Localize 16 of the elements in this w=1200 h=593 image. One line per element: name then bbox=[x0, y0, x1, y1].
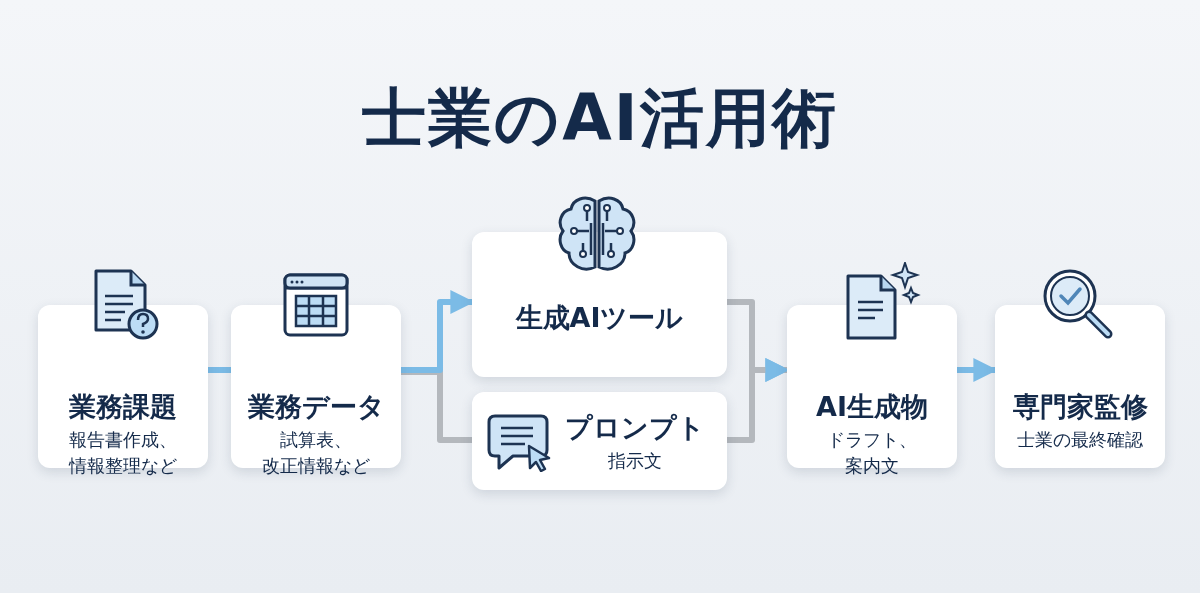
step-card bbox=[995, 305, 1165, 468]
step-heading: 業務課題 bbox=[69, 390, 177, 424]
step-description: 報告書作成、情報整理など bbox=[67, 428, 178, 478]
connector-line bbox=[401, 369, 472, 443]
step-description: 指示文 bbox=[607, 449, 662, 473]
step-card bbox=[472, 232, 727, 377]
step-description: ドラフト、案内文 bbox=[826, 428, 918, 478]
step-heading: 専門家監修 bbox=[1012, 390, 1148, 424]
connector-line bbox=[208, 367, 231, 373]
title: 士業のAI活用術 bbox=[362, 80, 838, 157]
step-heading: 業務データ bbox=[247, 390, 385, 424]
step-heading: 生成AIツール bbox=[515, 301, 684, 335]
step-heading: プロンプト bbox=[564, 411, 705, 445]
step-heading: AI生成物 bbox=[816, 390, 928, 424]
step-description: 士業の最終確認 bbox=[1017, 428, 1143, 452]
step-description: 試算表、改正情報など bbox=[261, 428, 371, 478]
